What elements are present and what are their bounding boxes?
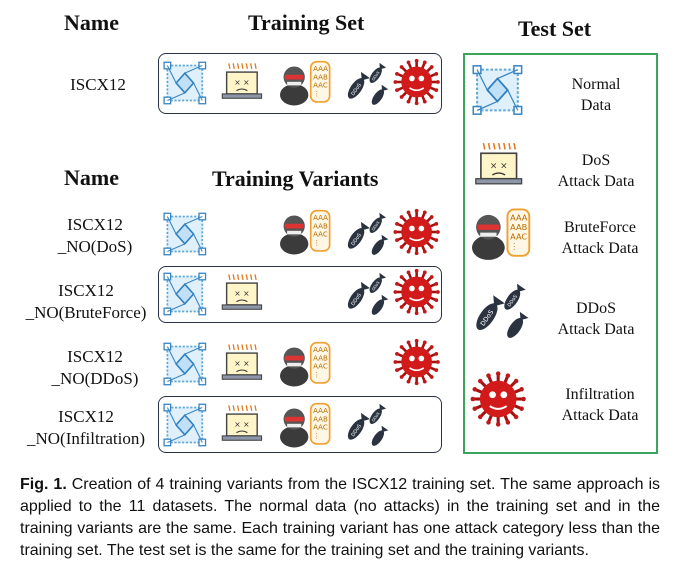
svg-text:DDoS: DDoS bbox=[371, 280, 381, 291]
test-set-box bbox=[463, 53, 658, 454]
infiltration-virus-icon bbox=[393, 268, 440, 316]
dos-laptop-icon: × × bbox=[221, 344, 263, 380]
svg-text:AAB: AAB bbox=[313, 221, 328, 230]
dos-laptop-icon: × × bbox=[221, 274, 263, 310]
svg-text:× ×: × × bbox=[234, 359, 249, 368]
svg-text:AAC: AAC bbox=[313, 423, 328, 432]
training-set-box bbox=[158, 53, 442, 114]
svg-text:× ×: × × bbox=[234, 289, 249, 298]
svg-text:AAA: AAA bbox=[313, 406, 328, 415]
caption-label: Fig. 1. bbox=[20, 476, 67, 493]
name-header-top: Name bbox=[64, 10, 119, 35]
dos-laptop-icon: × × bbox=[221, 405, 263, 441]
dos-laptop-icon: × × bbox=[221, 63, 263, 99]
svg-text:AAB: AAB bbox=[313, 414, 328, 423]
svg-text:× ×: × × bbox=[234, 78, 249, 87]
svg-text:AAA: AAA bbox=[313, 345, 328, 354]
network-icon bbox=[163, 342, 207, 386]
infiltration-virus-icon bbox=[393, 338, 440, 386]
svg-text:× ×: × × bbox=[234, 420, 249, 429]
network-icon bbox=[472, 65, 523, 115]
svg-text:AAA: AAA bbox=[510, 212, 528, 222]
test-set-header: Test Set bbox=[518, 16, 592, 41]
infiltration-virus-icon bbox=[393, 208, 440, 256]
variant-box-no-infiltration bbox=[158, 396, 442, 453]
svg-text:AAC: AAC bbox=[313, 230, 328, 239]
name-header-variants: Name bbox=[64, 165, 119, 190]
row-name-no-ddos: ISCX12_NO(DDoS) bbox=[51, 347, 139, 388]
network-icon bbox=[163, 403, 207, 447]
caption-text: Creation of 4 training variants from the… bbox=[20, 476, 660, 559]
figure-caption: Fig. 1. Creation of 4 training variants … bbox=[20, 474, 660, 562]
infiltration-virus-icon bbox=[470, 371, 526, 427]
svg-text:AAC: AAC bbox=[313, 362, 328, 371]
row-name-no-dos: ISCX12_NO(DoS) bbox=[57, 215, 133, 256]
svg-text:DDoS: DDoS bbox=[371, 220, 381, 231]
svg-text:⋮: ⋮ bbox=[313, 89, 320, 98]
svg-text:DDoS: DDoS bbox=[371, 70, 381, 81]
svg-text:× ×: × × bbox=[490, 162, 508, 172]
infiltration-virus-icon bbox=[393, 58, 440, 106]
svg-text:AAC: AAC bbox=[510, 231, 527, 241]
svg-text:AAB: AAB bbox=[313, 353, 328, 362]
network-icon bbox=[163, 212, 207, 256]
svg-text:⋮: ⋮ bbox=[313, 238, 320, 247]
svg-text:AAB: AAB bbox=[313, 72, 328, 81]
svg-text:AAC: AAC bbox=[313, 81, 328, 90]
row-name-training-set: ISCX12 bbox=[70, 75, 126, 94]
network-icon bbox=[163, 61, 207, 105]
training-variants-header: Training Variants bbox=[212, 166, 379, 191]
dos-laptop-icon: × × bbox=[475, 142, 523, 185]
row-name-no-bruteforce: ISCX12_NO(BruteForce) bbox=[25, 281, 147, 322]
svg-text:⋮: ⋮ bbox=[313, 370, 320, 379]
svg-text:DDoS: DDoS bbox=[371, 411, 381, 422]
svg-text:AAA: AAA bbox=[313, 213, 328, 222]
training-set-header: Training Set bbox=[248, 10, 365, 35]
svg-text:⋮: ⋮ bbox=[510, 241, 518, 251]
row-name-no-infiltration: ISCX12_NO(Infiltration) bbox=[26, 407, 146, 448]
svg-text:⋮: ⋮ bbox=[313, 431, 320, 440]
variant-box-no-bruteforce bbox=[158, 266, 442, 323]
svg-text:AAA: AAA bbox=[313, 64, 328, 73]
svg-text:AAB: AAB bbox=[510, 222, 527, 232]
network-icon bbox=[163, 272, 207, 316]
